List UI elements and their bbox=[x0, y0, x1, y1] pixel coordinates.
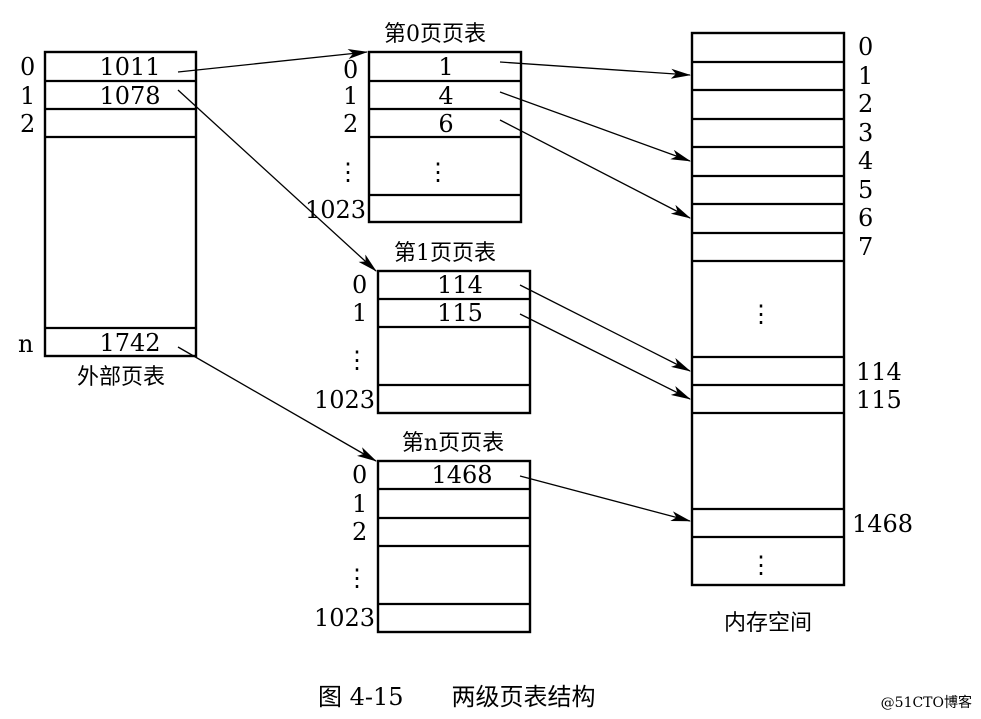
page-table-n-entry-0: 1468 bbox=[431, 461, 492, 489]
page-table-1-frame bbox=[376, 269, 532, 415]
memory-frame-5: 5 bbox=[858, 176, 873, 204]
page-table-n-index-0: 0 bbox=[352, 461, 367, 489]
arrow-table1-entry1-to-frame-115 bbox=[519, 313, 691, 400]
page-table-1-entry-0: 114 bbox=[437, 271, 483, 299]
page-table-n-index-ellipsis: ⋮ bbox=[345, 564, 369, 592]
arrow-table0-entry2-to-frame-6 bbox=[499, 119, 691, 219]
page-table-1: 第1页页表 0 1 ⋮ 1023 114 115 bbox=[314, 241, 532, 415]
page-table-n-title: 第n页页表 bbox=[402, 431, 504, 456]
memory-frame-6: 6 bbox=[858, 204, 873, 232]
page-table-0-entry-1: 4 bbox=[438, 82, 453, 110]
memory-frame-7: 7 bbox=[858, 233, 873, 261]
page-table-0-entry-2: 6 bbox=[438, 110, 453, 138]
page-table-n-index-1: 1 bbox=[352, 490, 367, 518]
outer-table-frame bbox=[43, 50, 198, 358]
memory-frame-1: 1 bbox=[858, 62, 873, 90]
memory-space: 0 1 2 3 4 5 6 7 114 115 1468 ⋮ ⋮ 内存空间 bbox=[690, 31, 913, 636]
page-table-1-index-1: 1 bbox=[352, 299, 367, 327]
page-table-0-title: 第0页页表 bbox=[384, 22, 486, 47]
page-table-1-title: 第1页页表 bbox=[394, 241, 496, 266]
memory-frame-3: 3 bbox=[858, 119, 873, 147]
memory-ellipsis-middle: ⋮ bbox=[749, 300, 773, 328]
page-table-n-index-2: 2 bbox=[352, 518, 367, 546]
outer-page-table: 0 1 2 n 1011 1078 1742 外部页表 bbox=[18, 50, 198, 390]
page-table-1-index-1023: 1023 bbox=[314, 386, 375, 414]
page-table-0: 第0页页表 0 1 2 ⋮ 1023 1 4 6 ⋮ bbox=[305, 22, 523, 224]
outer-table-title: 外部页表 bbox=[77, 365, 165, 390]
outer-entry-n: 1742 bbox=[99, 329, 160, 357]
page-table-0-ellipsis: ⋮ bbox=[426, 158, 450, 186]
page-table-n: 第n页页表 0 1 2 ⋮ 1023 1468 bbox=[314, 431, 532, 634]
arrow-outer-1-to-table-1 bbox=[177, 89, 377, 272]
arrow-outer-n-to-table-n bbox=[177, 346, 377, 462]
page-table-1-index-0: 0 bbox=[352, 271, 367, 299]
memory-frame-1468: 1468 bbox=[852, 510, 913, 538]
outer-entry-0: 1011 bbox=[99, 53, 160, 81]
page-table-0-index-1023: 1023 bbox=[305, 196, 366, 224]
memory-frame-4: 4 bbox=[858, 147, 873, 175]
arrows bbox=[177, 49, 691, 522]
arrow-table0-entry1-to-frame-4 bbox=[499, 91, 691, 162]
memory-frame-114: 114 bbox=[856, 358, 902, 386]
memory-frame-2: 2 bbox=[858, 90, 873, 118]
arrow-tablen-entry0-to-frame-1468 bbox=[519, 475, 691, 522]
outer-index-n: n bbox=[18, 330, 33, 358]
page-table-0-index-1: 1 bbox=[343, 82, 358, 110]
outer-index-0: 0 bbox=[20, 53, 35, 81]
outer-index-1: 1 bbox=[20, 82, 35, 110]
arrow-table0-entry0-to-frame-1 bbox=[499, 61, 691, 79]
page-table-0-entry-0: 1 bbox=[438, 53, 453, 81]
page-table-0-index-ellipsis: ⋮ bbox=[336, 158, 360, 186]
figure-caption: 图 4-15 两级页表结构 bbox=[318, 683, 596, 711]
memory-frame bbox=[690, 31, 846, 587]
page-table-1-index-ellipsis: ⋮ bbox=[345, 346, 369, 374]
arrow-table1-entry0-to-frame-114 bbox=[519, 284, 691, 372]
memory-frame-115: 115 bbox=[856, 386, 902, 414]
memory-frame-0: 0 bbox=[858, 33, 873, 61]
memory-ellipsis-bottom: ⋮ bbox=[749, 551, 773, 579]
page-table-0-index-2: 2 bbox=[343, 110, 358, 138]
memory-title: 内存空间 bbox=[724, 611, 812, 636]
watermark: @51CTO博客 bbox=[881, 694, 972, 711]
page-table-n-index-1023: 1023 bbox=[314, 604, 375, 632]
arrow-outer-0-to-table-0 bbox=[177, 49, 368, 73]
page-table-1-entry-1: 115 bbox=[437, 299, 483, 327]
outer-entry-1: 1078 bbox=[99, 82, 160, 110]
page-table-0-index-0: 0 bbox=[343, 56, 358, 84]
outer-index-2: 2 bbox=[20, 110, 35, 138]
